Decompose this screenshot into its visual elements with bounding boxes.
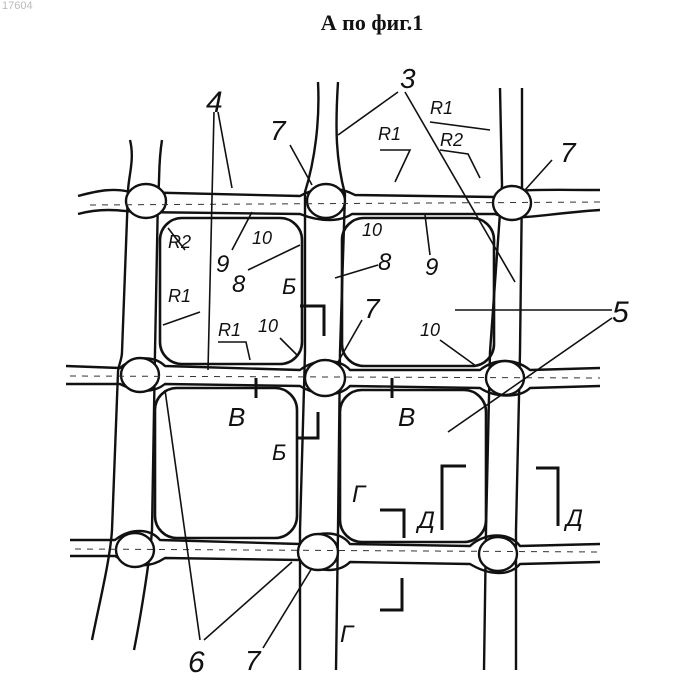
leader-r1-right: [430, 122, 490, 130]
label-ref-4: 4: [206, 86, 223, 119]
label-section-d-left: Д: [415, 507, 435, 534]
label-r1-c: R1: [168, 286, 191, 306]
label-r2-b: R2: [168, 232, 191, 252]
label-r2-a: R2: [440, 130, 463, 150]
section-g-lower: [380, 578, 402, 610]
cell-top-right: [342, 218, 494, 366]
section-d-left: [442, 466, 466, 530]
document-id: 17604: [2, 0, 33, 12]
node-bottom-right: [479, 537, 517, 571]
leader-9-b: [425, 215, 430, 255]
label-section-g-upper: Г: [352, 481, 367, 508]
label-ref-10-c: 10: [258, 316, 278, 336]
label-section-v-right: В: [398, 402, 415, 432]
label-ref-8-b: 8: [378, 249, 392, 276]
leader-6-a: [165, 390, 200, 640]
leader-8-a: [248, 245, 300, 270]
label-section-b-upper: Б: [282, 274, 296, 299]
label-ref-9-b: 9: [425, 254, 438, 281]
leader-3-right: [405, 92, 515, 282]
leader-7-tr: [525, 160, 552, 190]
label-ref-10-a: 10: [252, 228, 272, 248]
leader-r1-top: [380, 150, 410, 182]
label-r1-b: R1: [378, 124, 401, 144]
label-ref-7-d: 7: [245, 645, 262, 676]
leader-r1-bottom: [218, 342, 250, 360]
label-ref-8-a: 8: [232, 271, 246, 298]
leader-7-tl: [290, 145, 312, 185]
section-g-upper: [380, 510, 404, 538]
section-b-upper: [300, 306, 324, 336]
label-section-g-lower: Г: [340, 621, 355, 648]
label-ref-6: 6: [188, 646, 205, 679]
label-ref-3: 3: [400, 63, 416, 94]
label-section-v-left: В: [228, 402, 245, 432]
label-ref-7-a: 7: [270, 115, 287, 146]
leader-4-a: [208, 112, 214, 370]
drawing-title: А по фиг.1: [321, 10, 423, 35]
label-ref-10-d: 10: [420, 320, 440, 340]
leader-r1-left: [163, 312, 200, 325]
leader-5-b: [448, 318, 612, 432]
leader-10-a: [280, 338, 298, 356]
leader-7-bot: [263, 568, 312, 648]
node-top-left: [126, 184, 166, 218]
node-bottom-center: [298, 534, 338, 570]
leader-4-b: [218, 112, 232, 188]
leader-10-b: [440, 340, 476, 366]
label-ref-10-b: 10: [362, 220, 382, 240]
label-section-d-right: Д: [563, 505, 583, 532]
node-middle-center: [305, 360, 345, 396]
node-middle-left: [121, 358, 159, 392]
node-top-center: [307, 184, 345, 218]
leader-6-b: [204, 562, 292, 640]
label-r1-d: R1: [218, 320, 241, 340]
node-bottom-left: [116, 533, 154, 567]
label-r1-a: R1: [430, 98, 453, 118]
section-d-right: [536, 468, 558, 526]
label-ref-9-a: 9: [216, 251, 229, 278]
label-ref-5: 5: [612, 296, 629, 329]
section-b-lower: [298, 412, 318, 438]
label-ref-7-c: 7: [364, 293, 381, 324]
label-ref-7-b: 7: [560, 137, 577, 168]
label-section-b-lower: Б: [272, 440, 286, 465]
